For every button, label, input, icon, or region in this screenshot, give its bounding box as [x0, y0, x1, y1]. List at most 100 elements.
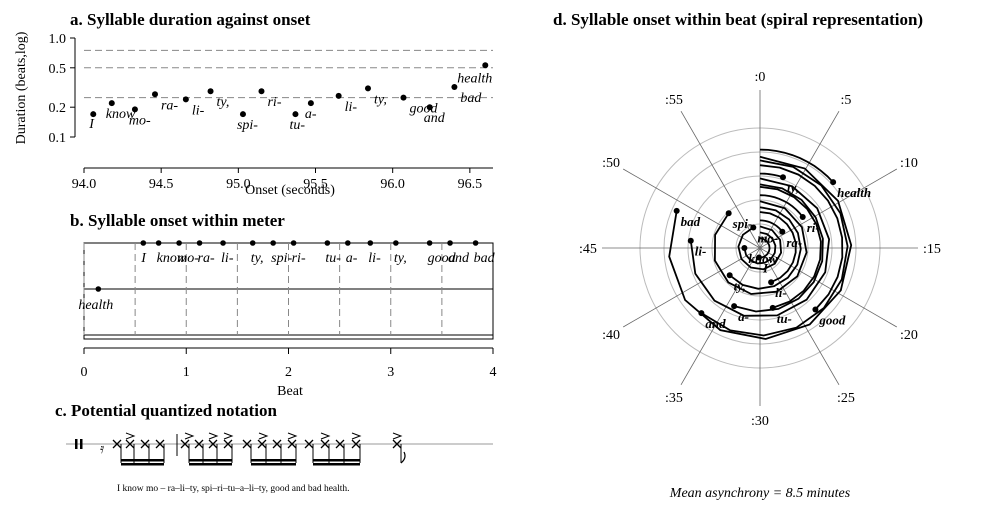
x-tick-label: 94.5	[149, 177, 174, 192]
accent-mark	[392, 432, 403, 440]
note-beam	[189, 459, 232, 462]
point-label: li-	[775, 285, 787, 300]
onset-arc	[737, 225, 783, 271]
point-label: ri-	[807, 220, 820, 235]
panel-b-title: b. Syllable onset within meter	[70, 211, 285, 230]
point-label: ty,	[734, 278, 746, 293]
data-point	[687, 237, 694, 244]
clock-label: :10	[900, 156, 918, 171]
clock-spoke	[759, 110, 840, 249]
data-point	[335, 92, 342, 99]
point-label: ty,	[787, 180, 799, 195]
clock-spoke	[759, 247, 898, 328]
panel-a-reference-lines	[84, 49, 493, 99]
onset-arc	[743, 231, 777, 265]
onset-arc	[700, 159, 849, 337]
data-point	[451, 83, 458, 90]
point-label: a-	[346, 251, 358, 266]
data-point	[270, 240, 276, 246]
clock-spoke	[759, 247, 840, 386]
note-beam	[189, 463, 232, 466]
accent-mark	[223, 432, 234, 440]
x-notehead	[194, 439, 204, 449]
x-notehead	[287, 439, 297, 449]
accent-mark	[208, 432, 219, 440]
onset-arc	[759, 185, 822, 309]
point-label: ri-	[292, 251, 306, 266]
onset-arc	[759, 148, 834, 183]
clock-label: :50	[602, 156, 620, 171]
x-notehead	[272, 439, 282, 449]
point-label: a-	[305, 107, 317, 122]
panel-a-title: a. Syllable duration against onset	[70, 10, 311, 29]
x-notehead	[257, 439, 267, 449]
panel-a-y-ticks: 0.10.20.51.0	[49, 32, 75, 146]
panel-a-x-label: Onset (seconds)	[245, 183, 335, 198]
clock-spoke	[622, 247, 761, 328]
x-notehead	[242, 439, 252, 449]
panel-b-beat-grid	[83, 243, 443, 335]
point-label: li-	[695, 244, 707, 259]
point-label: ty,	[374, 92, 387, 107]
data-point	[447, 240, 453, 246]
point-label: good	[818, 313, 846, 328]
note-beam	[251, 459, 296, 462]
panel-d-clock-labels: :0:5:10:15:20:25:30:35:40:45:50:55	[579, 70, 941, 429]
data-point	[364, 85, 371, 92]
data-point	[182, 96, 189, 103]
x-tick-label: 1	[183, 365, 190, 380]
point-label: know	[748, 251, 777, 266]
x-tick-label: 2	[285, 365, 292, 380]
y-tick-label: 0.5	[49, 62, 67, 77]
data-point	[698, 310, 705, 317]
data-point	[155, 240, 162, 246]
x-notehead	[392, 439, 402, 449]
clock-label: :45	[579, 242, 597, 257]
clock-spoke	[680, 247, 761, 386]
clock-label: :15	[923, 242, 941, 257]
point-label: health	[457, 71, 492, 86]
point-label: and	[448, 251, 470, 266]
clock-label: :0	[755, 70, 766, 85]
point-label: bad	[460, 91, 482, 106]
note-beam	[313, 463, 360, 466]
clock-label: :25	[837, 391, 855, 406]
data-point	[239, 111, 246, 118]
note-flag	[400, 451, 406, 464]
accent-mark	[320, 432, 331, 440]
data-point	[731, 303, 738, 310]
x-notehead	[304, 439, 314, 449]
data-point	[812, 306, 819, 313]
panel-d-points: Iknowmo-ra-li-ty,spi-ri-tu-a-li-ty,gooda…	[673, 174, 871, 331]
data-point	[482, 62, 489, 69]
y-tick-label: 0.2	[49, 101, 67, 116]
panel-c-lyrics: I know mo – ra–li–ty, spi–ri–tu–a–li–ty,…	[117, 484, 350, 494]
note-beam	[121, 459, 164, 462]
x-notehead	[112, 439, 122, 449]
panel-d-arcs	[668, 148, 853, 340]
data-point	[673, 207, 680, 214]
data-point	[741, 245, 748, 251]
accent-mark	[351, 432, 362, 440]
panel-c-title: c. Potential quantized notation	[55, 401, 277, 420]
point-label: know	[157, 251, 187, 266]
data-point	[140, 240, 147, 246]
point-label: mo-	[757, 230, 778, 245]
point-label: ty,	[217, 95, 230, 110]
point-label: tu-	[325, 251, 341, 266]
x-tick-label: 96.5	[458, 177, 483, 192]
point-label: I	[140, 251, 147, 266]
point-label: a-	[738, 309, 749, 324]
panel-c-notes	[112, 432, 406, 466]
data-point	[292, 111, 299, 118]
clock-spoke	[759, 168, 898, 249]
clock-label: :40	[602, 328, 620, 343]
onset-arc	[729, 206, 802, 290]
x-tick-label: 94.0	[72, 177, 97, 192]
point-label: spi-	[732, 216, 753, 231]
x-tick-label: 96.0	[380, 177, 405, 192]
